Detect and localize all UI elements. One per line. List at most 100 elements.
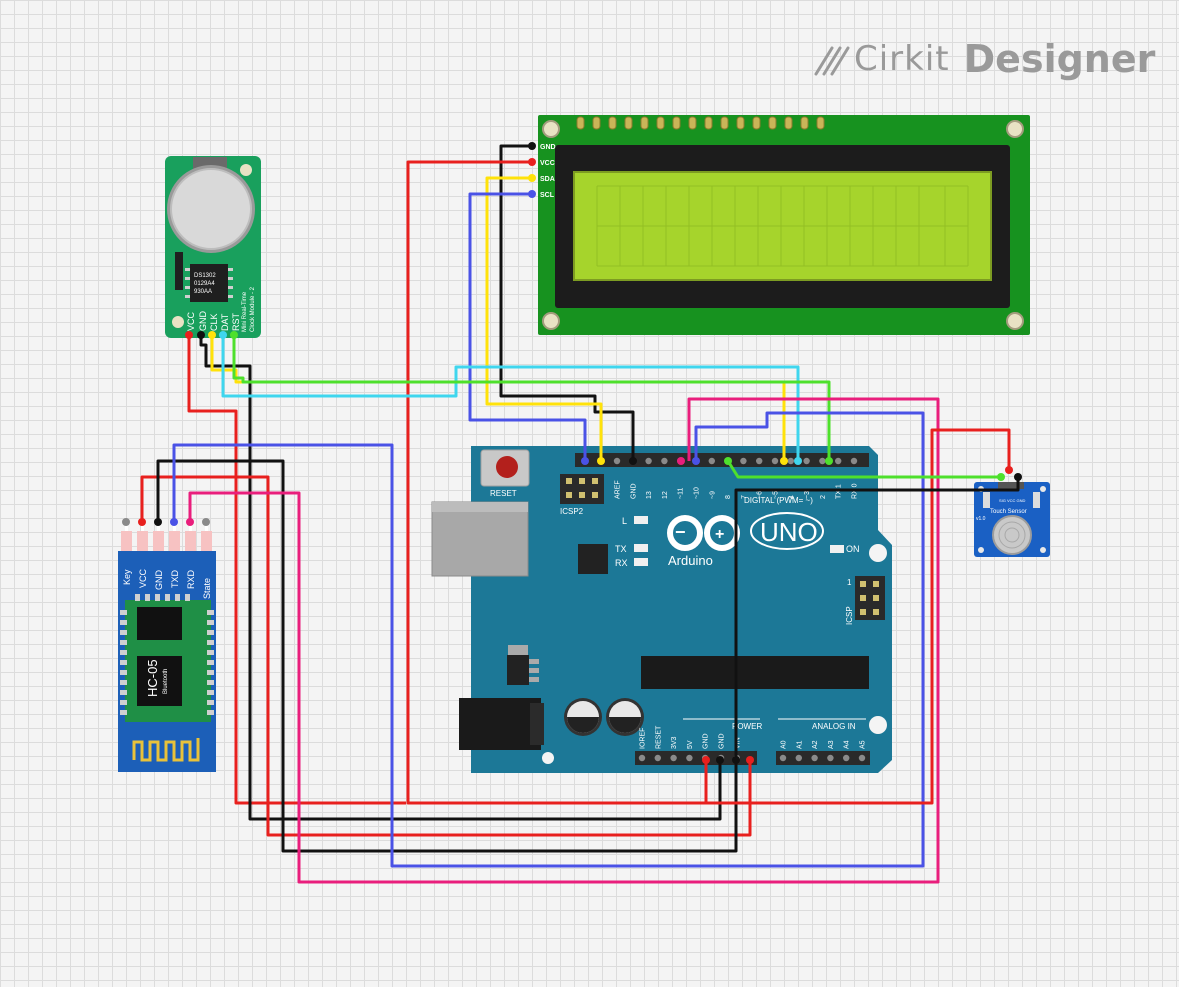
svg-text:+: + bbox=[715, 526, 724, 543]
pin-label--10: ~10 bbox=[694, 487, 701, 499]
led-tx bbox=[634, 544, 648, 552]
wire-touch-gnd[interactable] bbox=[734, 477, 1020, 760]
header-pin-a2[interactable] bbox=[811, 754, 818, 762]
header-pin-a4[interactable] bbox=[843, 754, 850, 762]
analog-pin-row bbox=[779, 754, 866, 762]
led-rx-label: RX bbox=[615, 558, 628, 568]
header-pin-rx-0[interactable] bbox=[850, 457, 858, 465]
wire-rtc-clk[interactable] bbox=[210, 335, 786, 461]
rtc-pin-gnd-label: GND bbox=[198, 311, 208, 332]
lcd-display[interactable]: GND VCC SDA SCL bbox=[538, 115, 1030, 335]
header-pin-a1[interactable] bbox=[795, 754, 802, 762]
pin-label-8: 8 bbox=[725, 495, 732, 499]
rtc-caption-line-2: Clock Module - 2 bbox=[250, 286, 256, 332]
wire-lcd-vcc[interactable] bbox=[406, 160, 708, 805]
rtc-chip-line-1: DS1302 bbox=[194, 273, 216, 279]
wire-lcd-sda[interactable] bbox=[485, 176, 603, 461]
header-pin-5v[interactable] bbox=[686, 754, 693, 762]
led-rx bbox=[634, 558, 648, 566]
wire-hc05-gnd[interactable] bbox=[156, 459, 738, 853]
wire-rtc-rst[interactable] bbox=[232, 335, 831, 461]
hc05-subtitle: Bluetooth bbox=[163, 669, 169, 694]
header-pin-3v3[interactable] bbox=[670, 754, 677, 762]
pin-label-3v3: 3V3 bbox=[671, 736, 678, 749]
hc05-pin-key-label: Key bbox=[122, 569, 132, 585]
led-on-label: ON bbox=[846, 544, 860, 554]
lcd-pin-scl-label: SCL bbox=[540, 192, 555, 199]
wire-lcd-scl[interactable] bbox=[468, 192, 587, 461]
header-pin-7[interactable] bbox=[740, 457, 747, 465]
header-pin-13[interactable] bbox=[645, 457, 652, 465]
led-on bbox=[830, 545, 844, 553]
pin-label-aref: AREF bbox=[615, 480, 622, 499]
header-pin-tx-1[interactable] bbox=[835, 457, 842, 465]
hc05-pin-vcc-label: VCC bbox=[138, 568, 148, 588]
arduino-logo-text: Arduino bbox=[668, 553, 713, 568]
rtc-pin-vcc-label: VCC bbox=[186, 311, 196, 331]
icsp-label: ICSP bbox=[845, 606, 854, 625]
usb-connector bbox=[431, 501, 529, 577]
header-pin-aref[interactable] bbox=[613, 457, 621, 465]
wire-rtc-gnd[interactable] bbox=[199, 335, 722, 821]
rtc-caption-line-1: Mini Real-Time bbox=[242, 291, 248, 332]
cirkit-designer-logo: Cirkit Designer bbox=[812, 34, 1155, 84]
hc05-bluetooth-module[interactable]: HC-05 Bluetooth Key VCC GND TXD RXD Stat… bbox=[118, 523, 216, 772]
wire-hc05-vcc[interactable] bbox=[140, 475, 752, 837]
wire-lcd-gnd[interactable] bbox=[499, 144, 635, 461]
wire-touch-vcc[interactable] bbox=[706, 428, 1011, 805]
header-pin-4[interactable] bbox=[787, 457, 794, 465]
pin-label-ioref: IOREF bbox=[640, 728, 647, 749]
pin-label-12: 12 bbox=[662, 491, 669, 499]
hc05-pin-state-label: State bbox=[202, 578, 212, 599]
header-pin-a0[interactable] bbox=[779, 754, 787, 762]
brand-name: Cirkit bbox=[854, 39, 950, 79]
header-pin-ioref[interactable] bbox=[638, 754, 646, 762]
touch-sensor-module[interactable]: SIG VCC GND Touch Sensor v1.0 bbox=[974, 482, 1050, 557]
pin-label-tx-1: TX 1 bbox=[836, 484, 843, 499]
header-pin--9[interactable] bbox=[708, 457, 715, 465]
header-pin-reset[interactable] bbox=[654, 754, 661, 762]
connection-points bbox=[122, 142, 1022, 764]
rtc-chip-line-3: 930AA bbox=[194, 289, 212, 295]
wire-touch-sig[interactable] bbox=[726, 460, 1001, 479]
pin-label-a1: A1 bbox=[796, 740, 803, 749]
rtc-pin-rst-label: RST bbox=[231, 312, 241, 331]
touch-version-label: v1.0 bbox=[976, 516, 986, 522]
icsp-pin1-label: 1 bbox=[847, 578, 852, 587]
arduino-uno-board[interactable]: RESET ICSP2 L TX RX ON − + Arduino UNO bbox=[431, 446, 892, 773]
analog-header bbox=[776, 751, 870, 765]
hc05-pin-rxd-label: RXD bbox=[186, 569, 196, 589]
pin-label--5: ~5 bbox=[773, 491, 780, 499]
pin-label-gnd: GND bbox=[719, 733, 726, 749]
lcd-pin-sda-label: SDA bbox=[540, 176, 555, 183]
led-l bbox=[634, 516, 648, 524]
header-pin-a5[interactable] bbox=[858, 754, 866, 762]
header-pin--3[interactable] bbox=[803, 457, 810, 465]
lcd-pin-gnd-label: GND bbox=[540, 144, 556, 151]
wire-hc05-txd[interactable] bbox=[172, 411, 925, 868]
pin-label-a3: A3 bbox=[828, 740, 835, 749]
pin-label-13: 13 bbox=[646, 491, 653, 499]
header-pin-12[interactable] bbox=[661, 457, 668, 465]
pin-label--6: ~6 bbox=[757, 491, 764, 499]
wire-rtc-vcc[interactable] bbox=[187, 335, 406, 805]
header-pin-2[interactable] bbox=[819, 457, 826, 465]
led-l-label: L bbox=[622, 516, 627, 526]
pin-label-5v: 5V bbox=[687, 740, 694, 749]
rtc-module[interactable]: DS1302 0129A4 930AA Mini Real-Time Clock… bbox=[165, 156, 261, 338]
power-header bbox=[635, 751, 757, 765]
pin-label--3: ~3 bbox=[804, 491, 811, 499]
header-pin-a3[interactable] bbox=[827, 754, 834, 762]
pin-label-a5: A5 bbox=[860, 740, 867, 749]
reset-label: RESET bbox=[490, 489, 517, 498]
rtc-chip-line-2: 0129A4 bbox=[194, 281, 215, 287]
header-pin--6[interactable] bbox=[756, 457, 763, 465]
header-pin--5[interactable] bbox=[771, 457, 779, 465]
atmega-chip bbox=[641, 656, 869, 689]
hc05-pin-gnd-label: GND bbox=[154, 570, 164, 591]
wire-hc05-rxd[interactable] bbox=[188, 397, 940, 884]
